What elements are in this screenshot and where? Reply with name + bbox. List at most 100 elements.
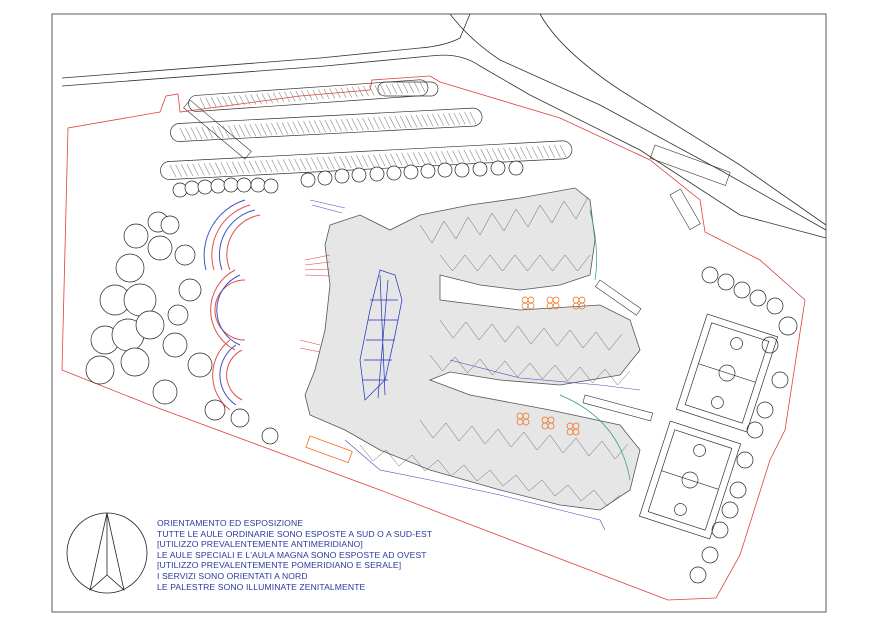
parking-stripe bbox=[271, 122, 278, 136]
parking-stripe bbox=[175, 164, 182, 177]
parking-stripe bbox=[414, 82, 420, 93]
parking-stripe bbox=[385, 84, 392, 95]
tree bbox=[403, 164, 419, 180]
parking-stripe bbox=[421, 114, 428, 127]
parking-stripe bbox=[254, 123, 262, 136]
parking-stripe bbox=[311, 157, 318, 170]
parking-stripe bbox=[437, 113, 445, 126]
parking-stripe bbox=[452, 150, 459, 163]
parking-stripe bbox=[206, 126, 214, 139]
parking-stripe bbox=[217, 125, 224, 139]
parking-stripe bbox=[294, 158, 301, 171]
parking-stripe bbox=[271, 159, 279, 172]
parking-stripe bbox=[335, 119, 343, 132]
parking-stripe bbox=[384, 153, 392, 167]
roads bbox=[61, 13, 827, 239]
tree bbox=[167, 304, 189, 326]
parking-stripe bbox=[453, 112, 461, 126]
tree bbox=[701, 546, 719, 564]
parking-stripe bbox=[201, 126, 208, 139]
tree bbox=[178, 278, 202, 302]
parking-stripe bbox=[211, 97, 217, 108]
tree bbox=[749, 289, 767, 307]
parking-stripe bbox=[238, 124, 246, 137]
parking-stripe bbox=[389, 116, 396, 129]
tree bbox=[223, 177, 239, 193]
sports-courts bbox=[638, 313, 779, 540]
legend-line: TUTTE LE AULE ORDINARIE SONO ESPOSTE A S… bbox=[157, 528, 433, 539]
parking-stripe bbox=[419, 81, 426, 93]
parking-stripe bbox=[227, 95, 234, 107]
parking-stripe bbox=[408, 82, 414, 93]
parking-stripe bbox=[214, 162, 222, 175]
parking-stripe bbox=[410, 115, 418, 128]
parking-stripe bbox=[185, 127, 192, 140]
tree bbox=[210, 178, 226, 194]
parking-stripe bbox=[508, 147, 516, 160]
tree bbox=[761, 336, 779, 354]
tree bbox=[230, 408, 250, 428]
parking-stripe bbox=[195, 126, 203, 140]
tree bbox=[334, 168, 350, 184]
parking-stripe bbox=[239, 94, 245, 106]
ramps bbox=[183, 99, 731, 422]
parking-stripe bbox=[267, 92, 273, 104]
parking-stripe bbox=[407, 152, 414, 165]
parking-stripe bbox=[405, 115, 412, 128]
parking-stripe bbox=[397, 83, 403, 94]
parking-stripe bbox=[260, 160, 267, 173]
orange-features bbox=[305, 296, 586, 464]
parking-stripe bbox=[435, 151, 442, 164]
legend-line: [UTILIZZO PREVALENTEMENTE POMERIDIANO E … bbox=[157, 560, 402, 571]
parking-stripe bbox=[554, 145, 561, 158]
classroom-rows bbox=[309, 199, 641, 531]
parking-stripe bbox=[289, 91, 296, 102]
parking-stripe bbox=[424, 151, 431, 165]
tree bbox=[369, 166, 385, 182]
classroom-modules bbox=[419, 419, 629, 460]
parking-stripe bbox=[367, 154, 375, 167]
amphitheatre bbox=[203, 199, 261, 411]
parking-stripe bbox=[250, 94, 257, 105]
parking-stripe bbox=[391, 83, 398, 95]
parking-stripe bbox=[373, 154, 380, 167]
tree bbox=[736, 451, 754, 469]
parking-stripe bbox=[261, 93, 268, 104]
parking-stripe bbox=[323, 88, 330, 100]
parking-stripe bbox=[301, 90, 307, 101]
parking-stripe bbox=[237, 161, 245, 174]
parking-stripe bbox=[469, 111, 477, 125]
tree bbox=[717, 273, 735, 291]
parking-stripe bbox=[186, 163, 194, 177]
parking bbox=[160, 79, 573, 180]
parking-stripe bbox=[277, 159, 284, 172]
parking-stripe bbox=[281, 122, 289, 135]
parking-stripe bbox=[390, 153, 397, 166]
tree bbox=[147, 235, 173, 261]
tree bbox=[508, 160, 524, 176]
tree bbox=[120, 347, 150, 377]
parking-stripe bbox=[503, 147, 510, 161]
parking-stripe bbox=[273, 92, 279, 103]
parking-stripe bbox=[327, 156, 335, 170]
parking-stripe bbox=[548, 145, 555, 158]
parking-stripe bbox=[220, 162, 228, 175]
parking-stripe bbox=[469, 149, 476, 162]
parking-stripe bbox=[486, 148, 493, 161]
parking-stripe bbox=[356, 118, 364, 131]
parking-stripe bbox=[318, 89, 324, 100]
parking-stripe bbox=[362, 117, 369, 131]
tree bbox=[756, 401, 774, 419]
parking-stripe bbox=[256, 93, 262, 105]
tree bbox=[454, 162, 470, 178]
parking-stripe bbox=[181, 164, 188, 177]
parking-stripe bbox=[368, 85, 375, 96]
parking-stripe bbox=[474, 149, 482, 162]
tree bbox=[733, 281, 751, 299]
tree bbox=[729, 481, 747, 499]
tree bbox=[472, 161, 488, 177]
tree bbox=[771, 371, 789, 389]
parking-stripe bbox=[457, 150, 465, 163]
parking-stripe bbox=[190, 127, 198, 140]
tree bbox=[766, 297, 784, 315]
